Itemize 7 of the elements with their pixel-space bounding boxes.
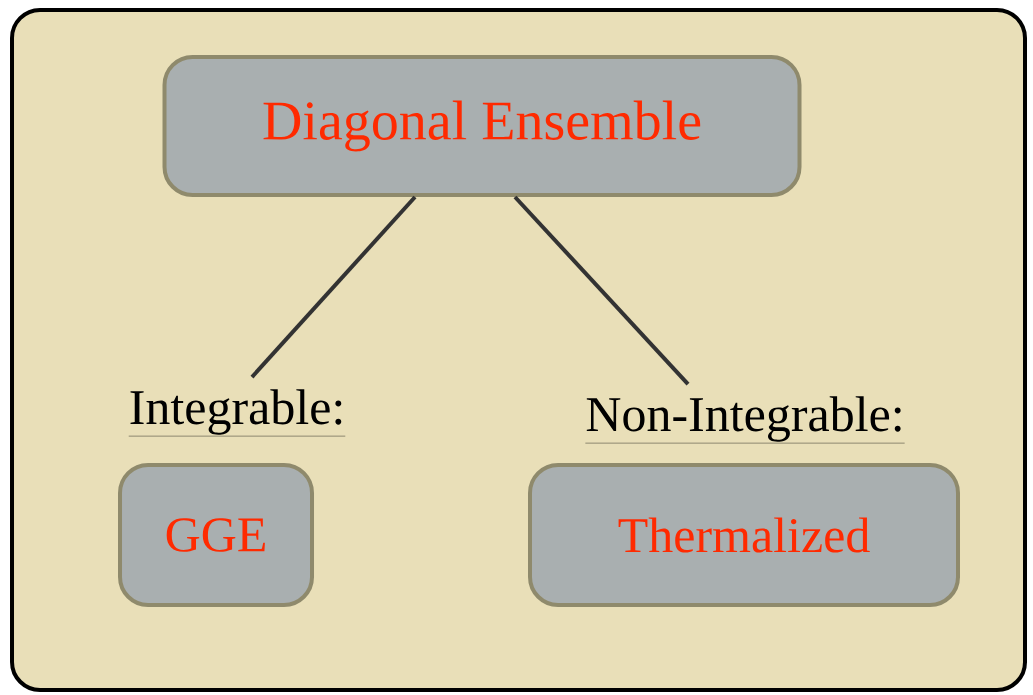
connector-line bbox=[250, 195, 417, 379]
heading: Integrable: bbox=[128, 389, 346, 437]
rounded-box: GGE bbox=[118, 463, 314, 607]
rounded-box: Diagonal Ensemble bbox=[162, 55, 802, 197]
connector-line bbox=[513, 195, 690, 386]
rounded-box: Thermalized bbox=[528, 463, 960, 607]
heading: Non-Integrable: bbox=[585, 396, 905, 444]
